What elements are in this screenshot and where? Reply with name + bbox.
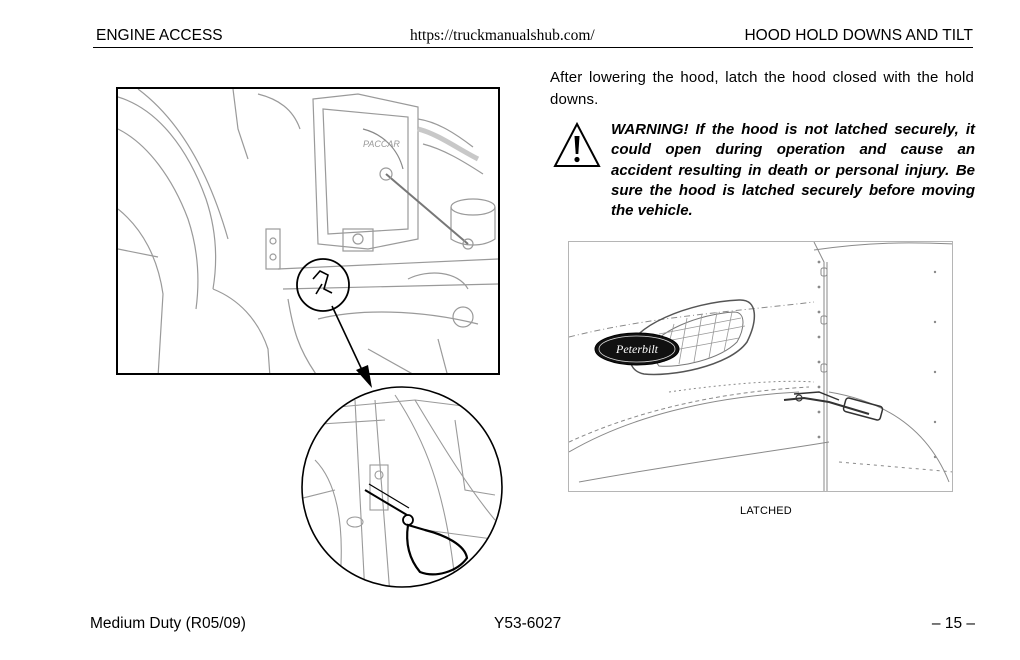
latched-hood-figure: Peterbilt [568,241,953,492]
warning-text: WARNING! If the hood is not latched secu… [611,121,975,220]
engine-label: PACCAR [363,139,400,149]
instruction-paragraph: After lowering the hood, latch the hood … [550,69,974,108]
latch-detail-figure [295,380,510,595]
footer-page-number: – 15 – [931,615,975,632]
header-topic-title: HOOD HOLD DOWNS AND TILT [744,27,973,44]
header-section-title: ENGINE ACCESS [96,27,223,44]
header-source-url[interactable]: https://truckmanualshub.com/ [410,27,595,44]
footer-doc-number: Y53-6027 [494,615,562,632]
warning-triangle-icon [552,121,602,171]
header-rule [93,47,973,48]
engine-compartment-figure: PACCAR [116,87,500,375]
peterbilt-logo: Peterbilt [615,342,659,356]
footer-model: Medium Duty (R05/09) [90,615,246,632]
figure-caption: LATCHED [740,505,792,517]
